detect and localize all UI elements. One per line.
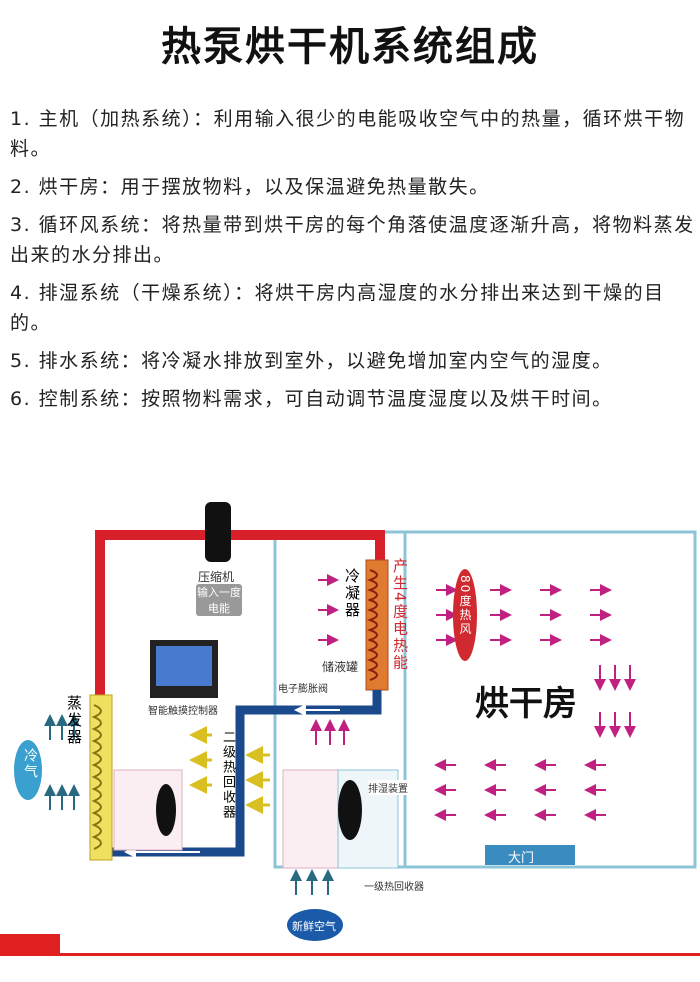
heat-pump-diagram: 压缩机 输入一度电能 冷凝器 产生4度电热能 储液罐 电子膨胀阀 智能触摸控制器… — [0, 480, 700, 950]
room-label: 烘干房 — [475, 684, 577, 724]
output-energy-label: 产生4度电热能 — [391, 558, 409, 672]
list-item: 5. 排水系统：将冷凝水排放到室外，以避免增加室内空气的湿度。 — [10, 350, 613, 372]
red-accent-bar — [0, 934, 60, 954]
red-divider — [0, 953, 700, 956]
hot-air-badge — [453, 569, 477, 661]
fresh-air-badge — [287, 909, 343, 941]
list-item: 3. 循环风系统：将热量带到烘干房的每个角落使温度逐渐升高，将物料蒸发出来的水分… — [10, 214, 695, 266]
compressor-icon — [205, 502, 231, 562]
component-list: 1. 主机（加热系统）：利用输入很少的电能吸收空气中的热量，循环烘干物料。 2.… — [10, 104, 695, 422]
hot-air-label: 80度热风 — [458, 575, 472, 637]
recovery2-label: 二级热回收器 — [220, 730, 235, 820]
dehumidifier-label: 排湿装置 — [368, 780, 408, 795]
list-item: 6. 控制系统：按照物料需求，可自动调节温度湿度以及烘干时间。 — [10, 388, 613, 410]
tank-label: 储液罐 — [322, 660, 359, 674]
door-bar — [485, 845, 575, 865]
door-label: 大门 — [508, 851, 535, 866]
list-item: 4. 排湿系统（干燥系统）：将烘干房内高湿度的水分排出来达到干燥的目的。 — [10, 282, 665, 334]
list-item: 1. 主机（加热系统）：利用输入很少的电能吸收空气中的热量，循环烘干物料。 — [10, 108, 686, 160]
valve-label: 电子膨胀阀 — [278, 684, 328, 695]
evaporator-coil — [89, 694, 113, 861]
evaporator-label: 蒸发器 — [65, 695, 83, 746]
controller-label: 智能触摸控制器 — [148, 706, 218, 717]
cold-air-badge — [14, 740, 42, 800]
diagram-lines — [14, 502, 697, 941]
fresh-air-label: 新鲜空气 — [292, 920, 336, 933]
input-energy-label: 输入一度电能 — [196, 584, 242, 616]
fan-icon — [338, 780, 362, 840]
hot-pipe — [95, 530, 385, 700]
condenser-label: 冷凝器 — [343, 568, 361, 619]
list-item: 2. 烘干房：用于摆放物料，以及保温避免热量散失。 — [10, 176, 490, 198]
cold-air-label: 冷气 — [22, 748, 38, 780]
page-title: 热泵烘干机系统组成 — [161, 24, 539, 70]
recovery1-label: 一级热回收器 — [364, 882, 424, 893]
compressor-label: 压缩机 — [198, 570, 235, 584]
